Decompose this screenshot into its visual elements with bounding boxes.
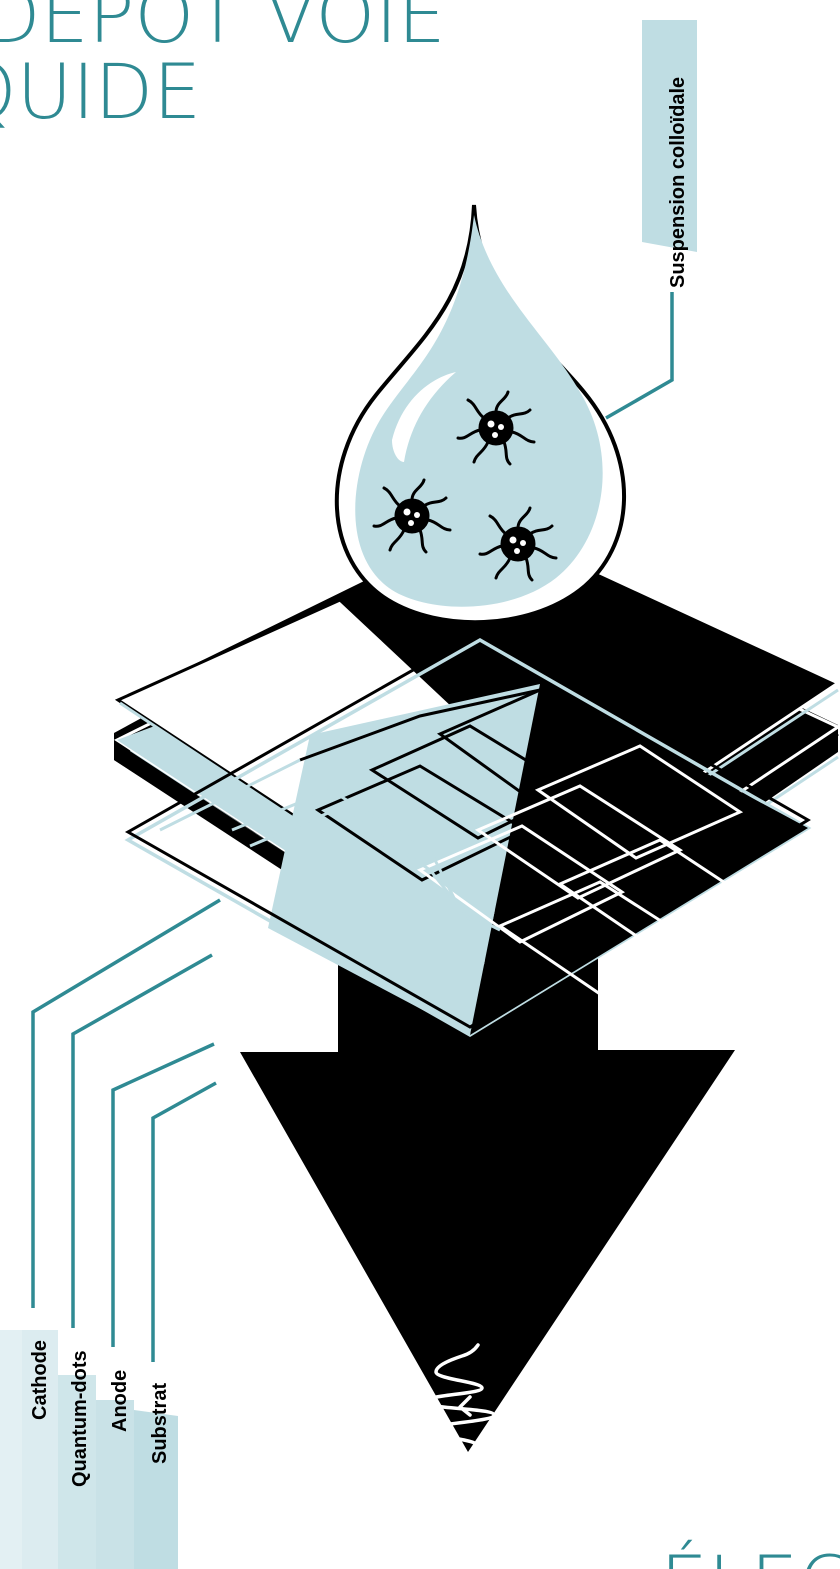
cathode-leader-line: [33, 900, 220, 1308]
anode-label: Anode: [109, 1370, 131, 1432]
suspension-leader-line: [606, 292, 672, 418]
suspension-label: Suspension colloïdale: [667, 77, 689, 288]
substrat-label: Substrat: [149, 1383, 171, 1464]
quantum-dots-label: Quantum-dots: [69, 1350, 91, 1487]
anode-leader-line: [113, 1044, 214, 1347]
title-bottom: ÉLECTRO: [660, 1539, 840, 1569]
substrat-leader-line: [153, 1083, 216, 1362]
title-top-line-2: LIQUIDE: [0, 47, 201, 136]
quantum-dots-leader-line: [73, 955, 212, 1328]
cathode-label: Cathode: [29, 1340, 51, 1420]
